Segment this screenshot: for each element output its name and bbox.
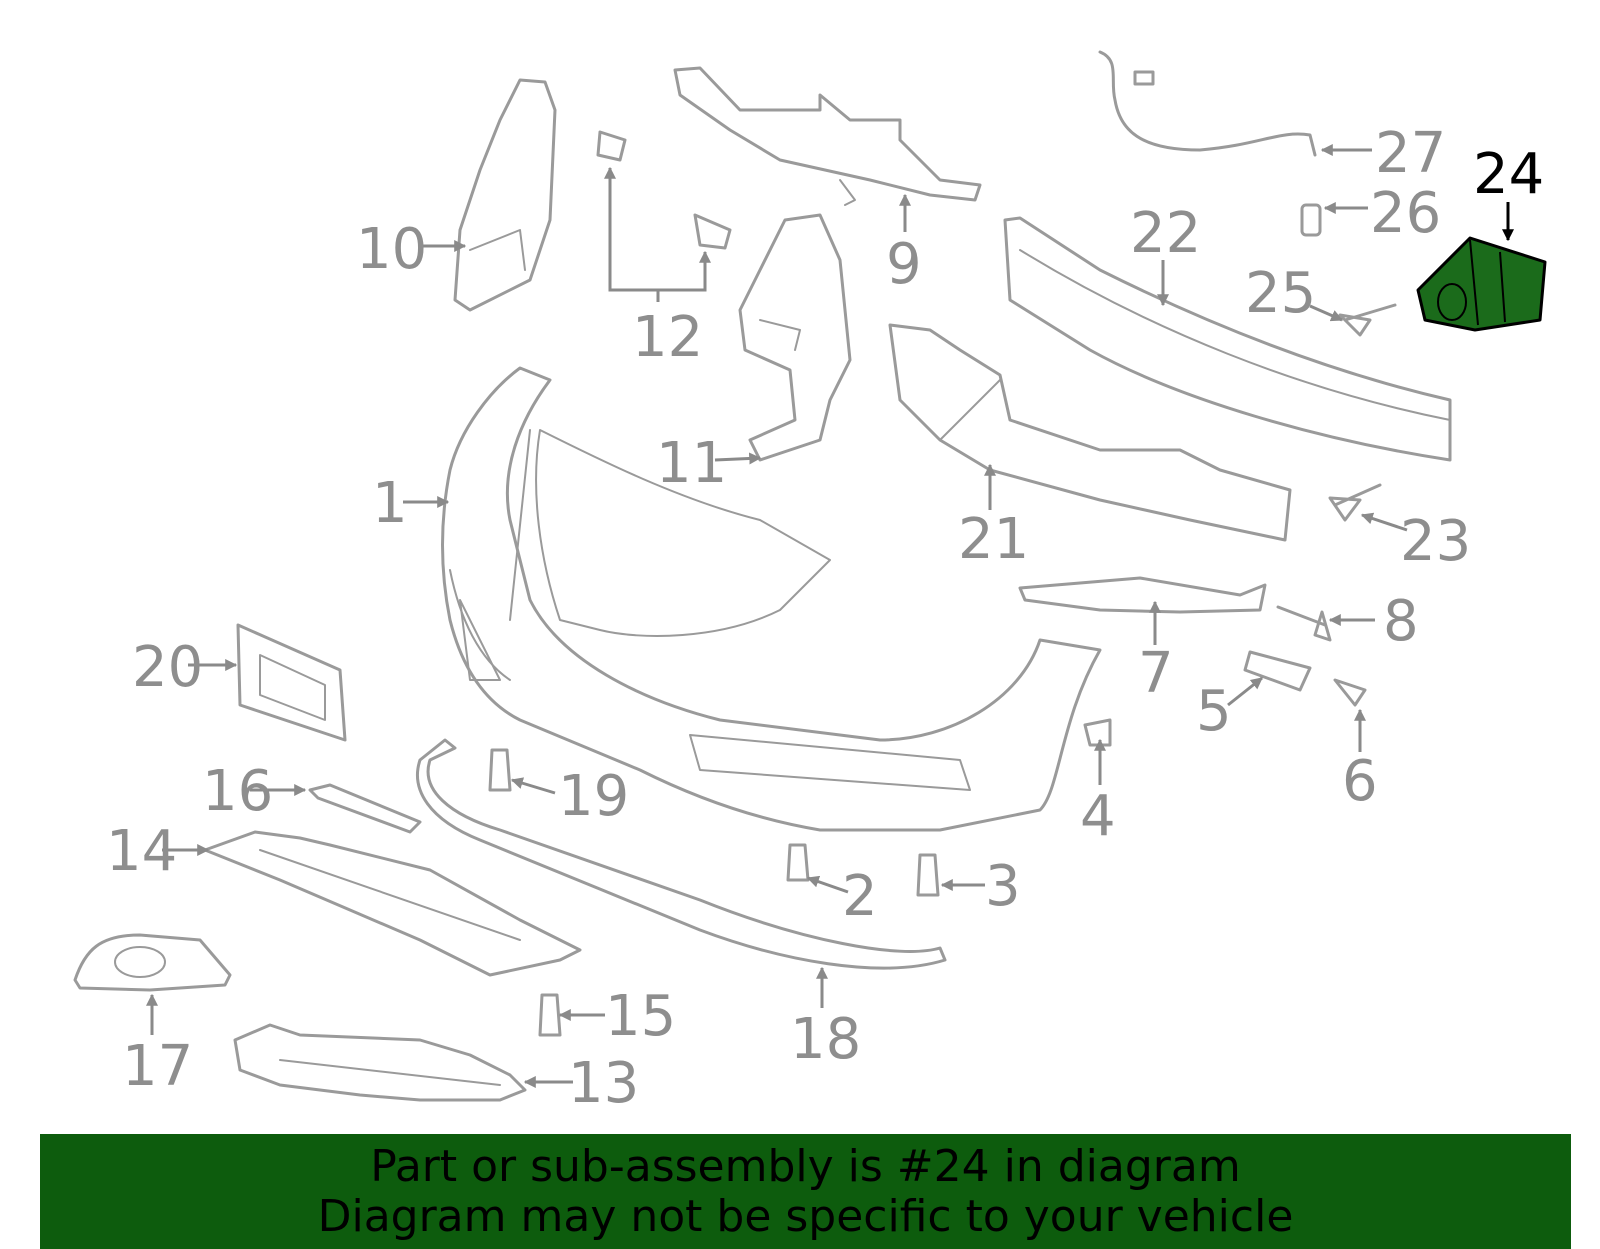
part-1-bumper-face [441,366,1102,832]
callout-24: 24 [1473,142,1544,207]
callout-14: 14 [106,819,177,884]
part-7-bracket [1018,576,1267,614]
callout-27: 27 [1375,121,1446,186]
part-17-fog-bezel [73,933,232,992]
callout-11: 11 [656,431,727,496]
callout-3: 3 [985,854,1021,919]
part-15-clip [538,993,562,1037]
part-12-clips [596,130,732,302]
part-14-under-cover [203,830,582,977]
callout-7: 7 [1138,641,1174,706]
part-22-reinforcement-beam [1003,216,1452,462]
callout-6: 6 [1342,749,1378,814]
callout-23: 23 [1400,509,1471,574]
part-18-trim-strip [416,738,947,970]
banner-line-part-number: Part or sub-assembly is #24 in diagram [370,1140,1241,1192]
info-banner: Part or sub-assembly is #24 in diagram D… [40,1134,1571,1249]
callout-25: 25 [1245,261,1316,326]
callout-22: 22 [1130,201,1201,266]
part-4-clip [1083,718,1112,747]
part-27-harness [1098,50,1317,157]
leader-lines [146,144,1514,1088]
callout-8: 8 [1383,589,1419,654]
part-24-highlighted [1416,236,1547,332]
part-20-license-bracket [236,623,347,742]
callout-10: 10 [356,217,427,282]
callout-13: 13 [568,1051,639,1116]
callout-9: 9 [886,232,922,297]
callout-17: 17 [122,1034,193,1099]
callout-16: 16 [202,759,273,824]
part-8-bolt [1276,605,1332,642]
callout-4: 4 [1080,784,1116,849]
callout-labels: 1 2 3 4 5 6 7 8 9 10 11 12 13 14 15 16 1… [106,121,1544,1116]
part-21-absorber [888,323,1292,542]
part-3-clip [916,853,940,897]
part-19-clip [488,748,512,792]
callout-15: 15 [605,984,676,1049]
banner-line-disclaimer: Diagram may not be specific to your vehi… [317,1190,1294,1242]
part-10-side-bracket [453,78,557,312]
callout-26: 26 [1370,181,1441,246]
part-13-lower-grille [233,1023,527,1102]
part-26-connector [1300,203,1322,237]
part-11-side-bracket [738,213,852,462]
part-6-screw [1333,678,1367,707]
callout-21: 21 [958,507,1029,572]
callout-5: 5 [1196,679,1232,744]
callout-2: 2 [842,864,878,929]
callout-20: 20 [132,635,203,700]
part-2-clip [786,843,810,882]
part-16-strip [308,783,422,834]
callout-12: 12 [632,305,703,370]
callout-19: 19 [558,764,629,829]
part-5-clip [1243,650,1312,692]
callout-18: 18 [790,1007,861,1072]
part-9-upper-beam [673,66,982,206]
part-25-bolt [1338,303,1397,337]
part-23-bolt [1328,483,1382,522]
callout-1: 1 [372,471,408,536]
